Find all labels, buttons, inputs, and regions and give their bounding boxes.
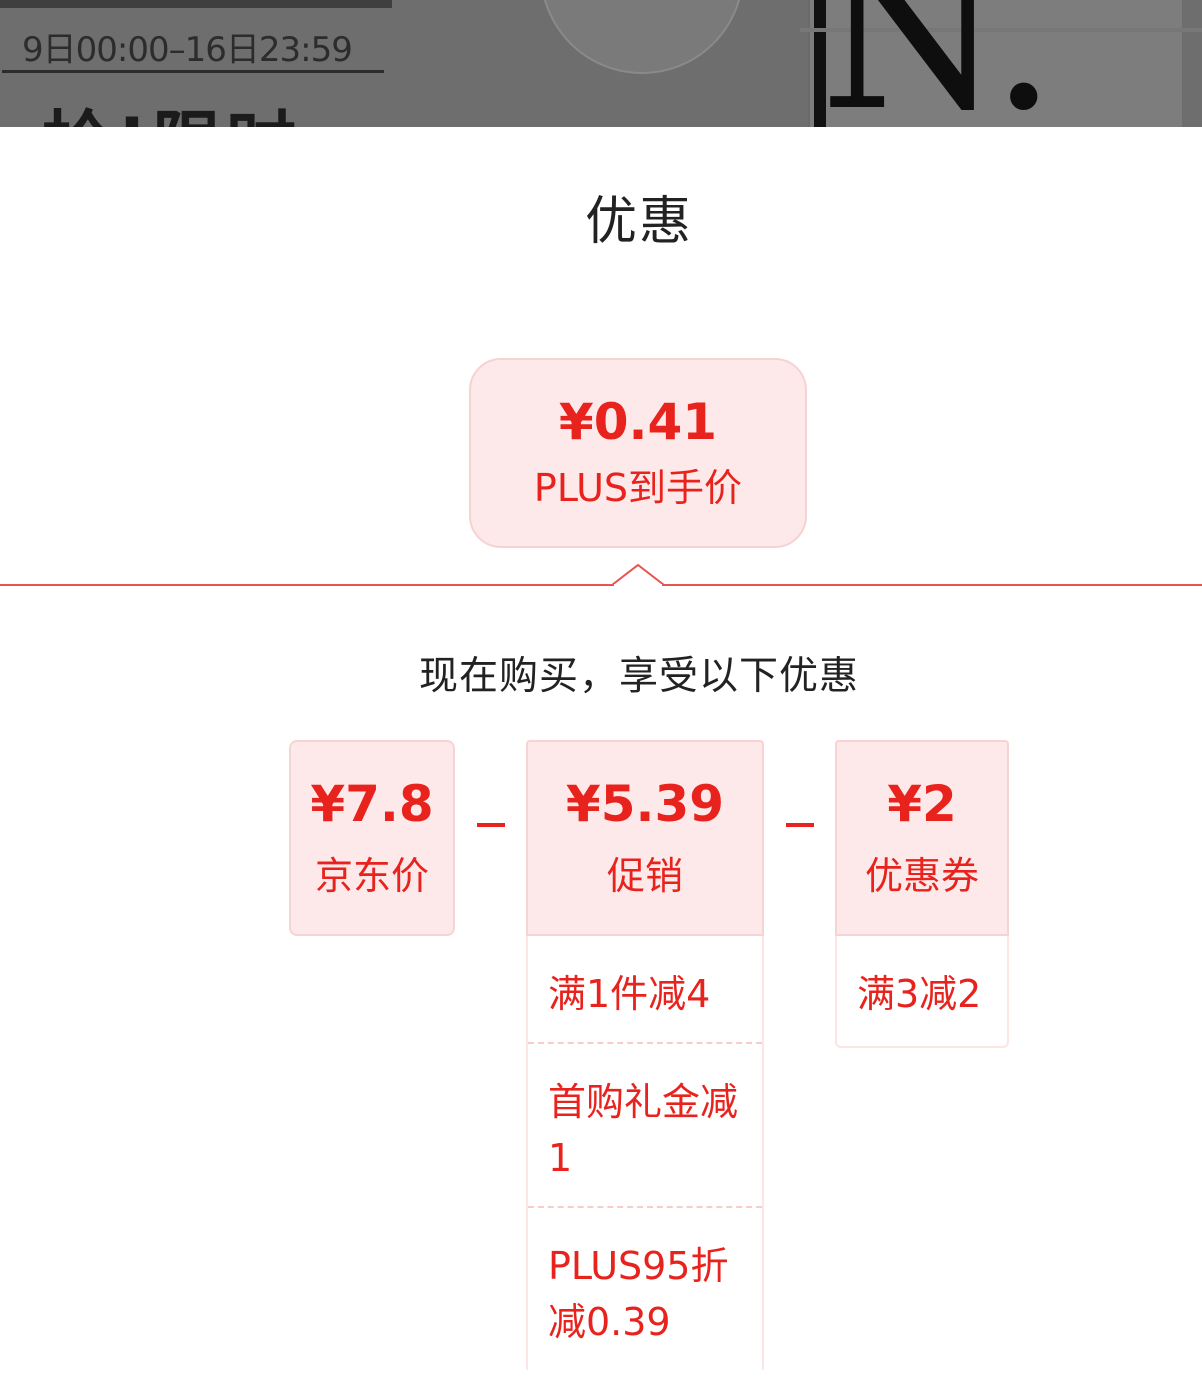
divider-line — [0, 584, 1202, 586]
coupon-card: ¥2 优惠券 — [835, 740, 1009, 936]
base-price-card: ¥7.8 京东价 — [289, 740, 455, 936]
promotion-detail-list: 满1件减4 首购礼金减1 PLUS95折减0.39 — [526, 936, 764, 1370]
final-price: ¥0.41 — [558, 393, 718, 451]
base-price-label: 京东价 — [314, 854, 429, 898]
coupon-label: 优惠券 — [864, 854, 979, 898]
base-price-amount: ¥7.8 — [310, 775, 434, 833]
minus-icon — [786, 823, 814, 827]
banner-underline — [2, 70, 384, 73]
banner-topbar — [0, 0, 392, 8]
banner-letter: N. — [820, 0, 1058, 128]
banner-stripe — [800, 28, 1202, 32]
promotion-item: 首购礼金减1 — [528, 1044, 762, 1208]
banner-dates: 9日00:00–16日23:59 — [22, 30, 353, 70]
promotion-amount: ¥5.39 — [565, 775, 725, 833]
coupon-item: 满3减2 — [857, 972, 982, 1016]
discount-subtitle: 现在购买，享受以下优惠 — [418, 654, 859, 699]
banner-product-image — [808, 0, 1182, 128]
final-price-box: ¥0.41 PLUS到手价 — [469, 358, 807, 548]
final-price-label: PLUS到手价 — [533, 466, 743, 510]
promotion-label: 促销 — [606, 854, 683, 898]
coupon-detail-list: 满3减2 — [835, 936, 1009, 1048]
divider-notch-icon — [612, 563, 664, 587]
minus-icon — [477, 823, 505, 827]
sheet-title: 优惠 — [584, 192, 693, 252]
promotion-item: 满1件减4 — [528, 936, 762, 1044]
promotion-card: ¥5.39 促销 — [526, 740, 764, 936]
background-banner: 9日00:00–16日23:59 抢!限时 N. — [0, 0, 1202, 128]
promotion-item: PLUS95折减0.39 — [548, 1244, 729, 1344]
discount-sheet: 优惠 ¥0.41 PLUS到手价 现在购买，享受以下优惠 ¥7.8 京东价 ¥5… — [0, 127, 1202, 1385]
banner-circle-graphic — [540, 0, 744, 74]
coupon-amount: ¥2 — [887, 775, 957, 833]
banner-heading: 抢!限时 — [42, 88, 300, 128]
